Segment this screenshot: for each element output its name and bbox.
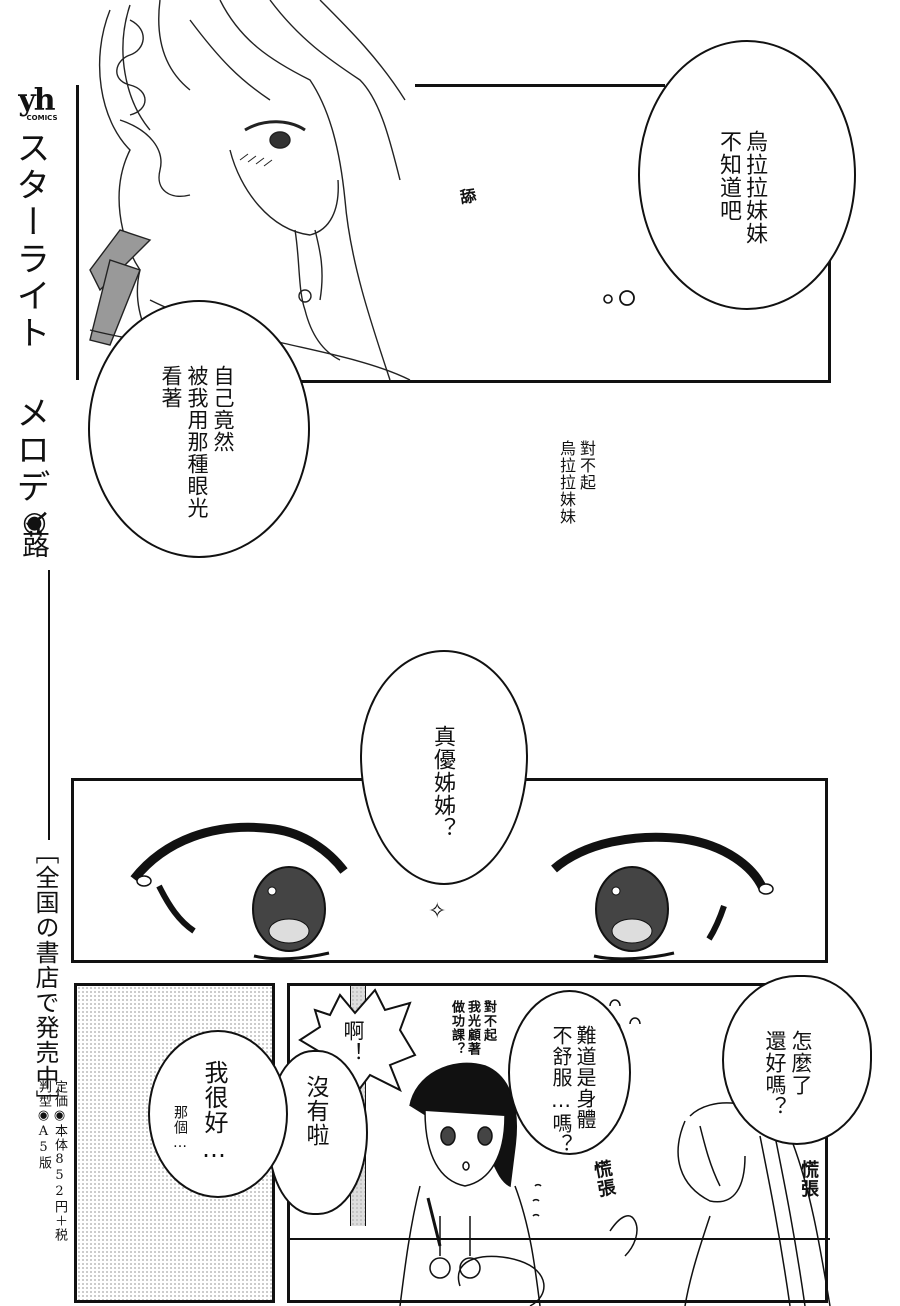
speech-bubble-text: 自己竟然 被我用那種眼光 看著 [159,365,235,519]
speech-bubble-im-fine-text: 我很好… [200,1060,228,1164]
thought-bubble-ulala-doesnt-know [638,40,856,310]
speech-bubble-how-are-you-text: 怎麼了 還好嗎？ [763,1030,813,1118]
format-info: 判型◉A5版 [36,1080,51,1170]
price-info: 定価◉本体852円＋税 [52,1080,67,1242]
availability-notice: ［全国の書店で発売中］ [31,840,59,1115]
crying-girl-illustration [89,0,411,381]
speech-bubble-nothing-text: 沒有啦 [302,1075,328,1147]
wide-eyes-illustration [130,822,774,961]
publisher-logo: yh COMICS [6,83,66,123]
sfx-surprise-star: ✧ [428,899,447,924]
speech-bubble-how-are-you [722,975,872,1145]
sfx-lick: 舔 [458,185,478,208]
speech-bubble-mayu-oneesan [360,650,528,885]
aside-um: 那個… [172,1105,188,1152]
speech-bubble-not-feeling-well [508,990,631,1155]
sfx-flustered-right: 慌張 [798,1160,819,1198]
panel-1-left-border [76,85,79,380]
publisher-logo-mark: yh [18,83,55,118]
thought-bubble-tail-circles [603,290,635,306]
speech-bubble-not-feeling-well-text: 難道是身體 不舒服…嗎？ [549,1025,597,1155]
book-title: スターライト メロディ [10,130,50,543]
thought-bubble-text: 烏拉拉妹妹 不知道吧 [716,130,767,245]
author-separator: ◉ [18,505,51,539]
publisher-logo-sub: COMICS [26,114,58,122]
speech-bubble-mayu-text: 真優姊姊？ [430,725,455,840]
panel-1-top-border [415,84,665,87]
author-name: 蕗 [18,530,51,559]
speech-bubble-looked-at-like-that [88,300,310,558]
two-girls-illustration [399,999,831,1306]
shout-bubble-ah-text: 啊！ [341,1020,365,1064]
sidebar-divider-line [48,570,50,840]
panel-1-bottom-border [300,380,831,383]
speech-bubble-im-fine [148,1030,288,1198]
table-edge [290,1238,830,1240]
aside-sorry-homework: 對不起 我光顧著 做功課？ [449,1000,496,1056]
panel-1-right-border [828,230,831,382]
whisper-apology-text: 對不起 烏拉拉妹妹 [557,440,596,525]
